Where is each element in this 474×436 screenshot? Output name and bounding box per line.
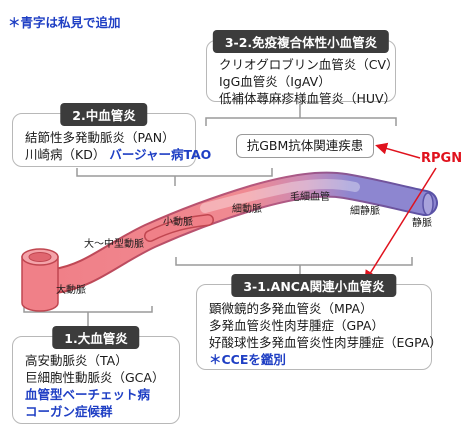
box-anca: 3-1.ANCA関連小血管炎 顕微鏡的多発血管炎（MPA） 多発血管炎性肉芽腫症…: [196, 274, 442, 370]
bracket-immune: [205, 104, 397, 126]
vessel-lumen: [44, 173, 436, 292]
vein-end-cap: [422, 192, 434, 216]
label-capillary: 毛細血管: [290, 190, 330, 203]
medium-line-pan: 結節性多発動脈炎（PAN）: [25, 130, 175, 145]
box-immune-title: 3-2.免疫複合体性小血管炎: [212, 30, 390, 53]
large-line-ta: 高安動脈炎（TA）: [25, 353, 128, 368]
gbm-disease-box: 抗GBM抗体関連疾患: [236, 134, 374, 158]
box-large-title: 1.大血管炎: [52, 326, 140, 349]
rpgn-arrow-to-anca: [364, 167, 437, 283]
box-anca-title: 3-1.ANCA関連小血管炎: [231, 274, 397, 297]
medium-tao-text: バージャー病TAO: [109, 147, 212, 162]
anca-line-cce: ＊CCEを鑑別: [209, 352, 286, 367]
immune-line-cv: クリオグロブリン血管炎（CV）: [219, 57, 399, 72]
label-venule: 細静脈: [350, 204, 380, 217]
bracket-large: [23, 306, 153, 326]
label-arteriole: 細動脈: [232, 202, 262, 215]
box-large-vessel: 1.大血管炎 高安動脈炎（TA） 巨細胞性動脈炎（GCA） 血管型ベーチェット病…: [12, 326, 180, 424]
label-large-artery: 大動脈: [56, 283, 86, 296]
bracket-medium: [76, 168, 273, 186]
bracket-anca: [175, 257, 413, 275]
vessel-branch-lumen: [145, 215, 213, 241]
vessel-taper-overlay: [200, 179, 360, 213]
anca-line-egpa: 好酸球性多発血管炎性肉芽腫症（EGPA）: [209, 335, 442, 350]
rpgn-label: RPGN: [421, 151, 463, 166]
large-line-behcet: 血管型ベーチェット病: [25, 387, 151, 402]
label-small-artery: 小動脈: [163, 215, 193, 228]
large-line-gca: 巨細胞性動脈炎（GCA）: [25, 370, 165, 385]
author-note: ＊青字は私見で追加: [8, 15, 121, 30]
large-line-cogan: コーガン症候群: [25, 404, 113, 419]
rpgn-arrow-to-gbm: [375, 142, 421, 159]
box-medium-vessel: 2.中血管炎 結節性多発動脈炎（PAN） 川崎病（KD） バージャー病TAO: [12, 103, 211, 167]
medium-line-kd: 川崎病（KD） バージャー病TAO: [25, 146, 211, 163]
box-immune-complex: 3-2.免疫複合体性小血管炎 クリオグロブリン血管炎（CV） IgG血管炎（Ig…: [206, 30, 399, 106]
immune-line-igav: IgG血管炎（IgAV）: [219, 74, 331, 89]
box-medium-title: 2.中血管炎: [60, 103, 148, 126]
label-vein: 静脈: [412, 216, 432, 229]
aorta-cylinder: [21, 248, 59, 312]
medium-kd-text: 川崎病（KD）: [25, 147, 106, 162]
anca-line-mpa: 顕微鏡的多発血管炎（MPA）: [209, 301, 373, 316]
immune-line-huv: 低補体蕁麻疹様血管炎（HUV）: [219, 91, 397, 106]
label-medium-artery: 大〜中型動脈: [84, 237, 144, 250]
anca-line-gpa: 多発血管炎性肉芽腫症（GPA）: [209, 318, 384, 333]
